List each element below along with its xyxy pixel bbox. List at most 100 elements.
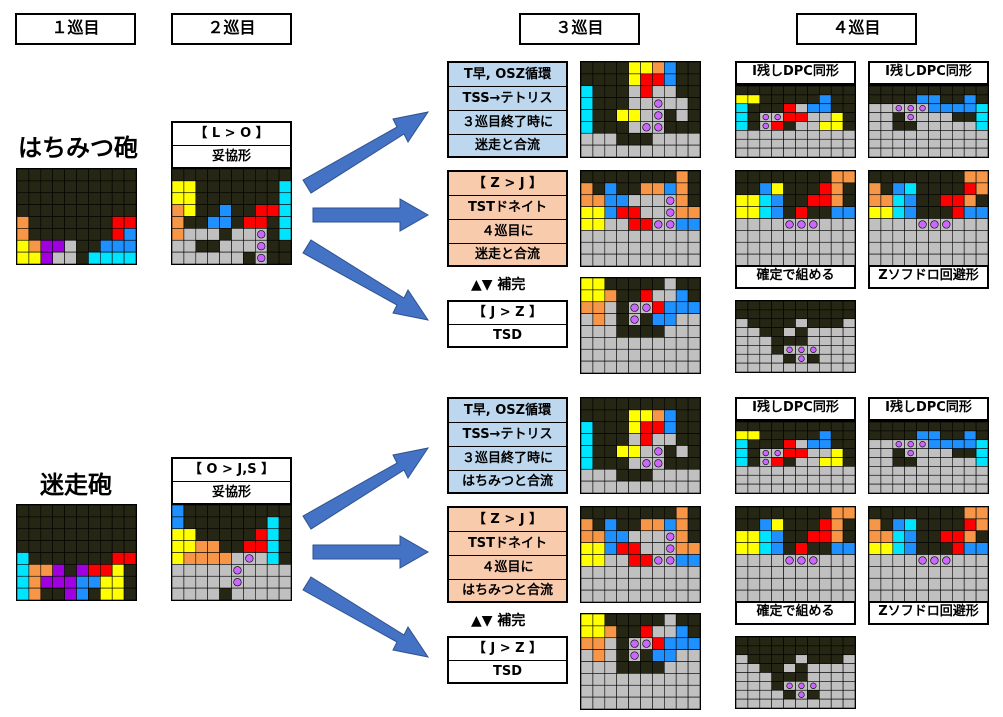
board-cell bbox=[940, 448, 953, 458]
tspin-marker bbox=[666, 556, 675, 565]
board-cell bbox=[916, 483, 929, 493]
board-cell bbox=[830, 309, 844, 320]
board-cell bbox=[736, 86, 749, 96]
board-cell bbox=[736, 345, 749, 355]
board-cell bbox=[771, 194, 784, 207]
board-cell bbox=[771, 94, 784, 105]
board-cell bbox=[842, 637, 855, 647]
board-cell bbox=[195, 251, 208, 264]
board-cell bbox=[664, 589, 677, 602]
board-cell bbox=[652, 230, 665, 243]
route-row: はちみつと合流 bbox=[449, 579, 566, 601]
board-cell bbox=[795, 530, 808, 543]
board-cell bbox=[975, 566, 988, 579]
board-cell bbox=[52, 251, 65, 264]
board-cell bbox=[807, 121, 820, 131]
board-cell bbox=[771, 241, 784, 255]
board-cell bbox=[52, 564, 65, 577]
board-cell bbox=[664, 301, 677, 314]
board-cell bbox=[963, 457, 977, 467]
board-cell bbox=[628, 554, 641, 567]
board-cell bbox=[40, 251, 53, 264]
board-cell bbox=[759, 637, 772, 647]
board-cell bbox=[628, 144, 641, 157]
board-cell bbox=[747, 182, 761, 196]
board-cell bbox=[963, 448, 977, 458]
route-row: TSTドネイト bbox=[449, 195, 566, 219]
board-cell bbox=[40, 204, 53, 217]
board-cell bbox=[975, 518, 988, 532]
board-cell bbox=[904, 94, 917, 105]
board-cell bbox=[759, 483, 772, 493]
board-cell bbox=[819, 554, 832, 567]
board-cell bbox=[842, 327, 855, 337]
board-grid bbox=[869, 86, 988, 157]
board-cell bbox=[255, 587, 268, 600]
board-cell bbox=[869, 566, 882, 579]
board-cell bbox=[640, 206, 653, 219]
board-cell bbox=[123, 540, 136, 553]
board-cell bbox=[604, 144, 617, 157]
board-cell bbox=[111, 505, 125, 518]
board-cell bbox=[64, 540, 77, 553]
board-cell bbox=[687, 301, 700, 314]
board-cell bbox=[278, 540, 291, 553]
board-cell bbox=[207, 587, 220, 600]
board-cell bbox=[830, 336, 844, 346]
board-cell bbox=[243, 528, 256, 541]
board-cell bbox=[76, 169, 89, 182]
tspin-marker bbox=[257, 253, 266, 263]
board-cell bbox=[975, 194, 988, 207]
board-cell bbox=[975, 474, 988, 485]
board-cell bbox=[747, 430, 761, 441]
board-cell bbox=[963, 94, 977, 105]
header-round-4: ４巡目 bbox=[796, 13, 917, 45]
tspin-marker bbox=[654, 459, 663, 468]
board-cell bbox=[616, 73, 629, 87]
board-cell bbox=[687, 171, 700, 184]
route-row: ３巡目終了時に bbox=[449, 110, 566, 134]
board-cell bbox=[628, 253, 641, 266]
board-cell bbox=[747, 112, 761, 122]
route-box-meisou-3: 【 J > Z 】 TSD bbox=[447, 636, 568, 684]
board-cell bbox=[604, 206, 617, 219]
board-hachimitsu-1 bbox=[16, 168, 137, 265]
board-cell bbox=[771, 672, 784, 682]
board-cell bbox=[807, 309, 820, 320]
board-cell bbox=[664, 289, 677, 303]
board-cell bbox=[940, 241, 953, 255]
board-cell bbox=[783, 645, 796, 656]
board-cell bbox=[819, 439, 832, 449]
board-cell bbox=[616, 696, 629, 709]
board-cell bbox=[604, 507, 617, 520]
board-cell bbox=[604, 614, 617, 627]
board-cell bbox=[963, 86, 977, 96]
board-cell bbox=[783, 112, 796, 122]
board-cell bbox=[747, 241, 761, 255]
board-cell bbox=[675, 325, 689, 338]
board-cell bbox=[892, 518, 905, 532]
board-cell bbox=[830, 448, 844, 458]
board-cell bbox=[616, 360, 629, 373]
board-cell bbox=[17, 251, 30, 264]
board-cell bbox=[736, 362, 749, 372]
board-cell bbox=[842, 103, 855, 113]
board-cell bbox=[771, 309, 784, 320]
board-cell bbox=[628, 684, 641, 698]
board-cell bbox=[243, 587, 256, 600]
board-cell bbox=[869, 182, 882, 196]
board-cell bbox=[664, 109, 677, 122]
board-cell bbox=[266, 192, 280, 205]
board-cell bbox=[892, 86, 905, 96]
board-cell bbox=[183, 204, 197, 217]
board-cell bbox=[736, 483, 749, 493]
board-cell bbox=[940, 566, 953, 579]
board-cell bbox=[963, 518, 977, 532]
board-cell bbox=[940, 530, 953, 543]
board-cell bbox=[747, 663, 761, 673]
board-cell bbox=[842, 241, 855, 255]
board-cell bbox=[747, 530, 761, 543]
board-cell bbox=[892, 554, 905, 567]
board-cell bbox=[123, 192, 136, 205]
board-cell bbox=[616, 554, 629, 567]
